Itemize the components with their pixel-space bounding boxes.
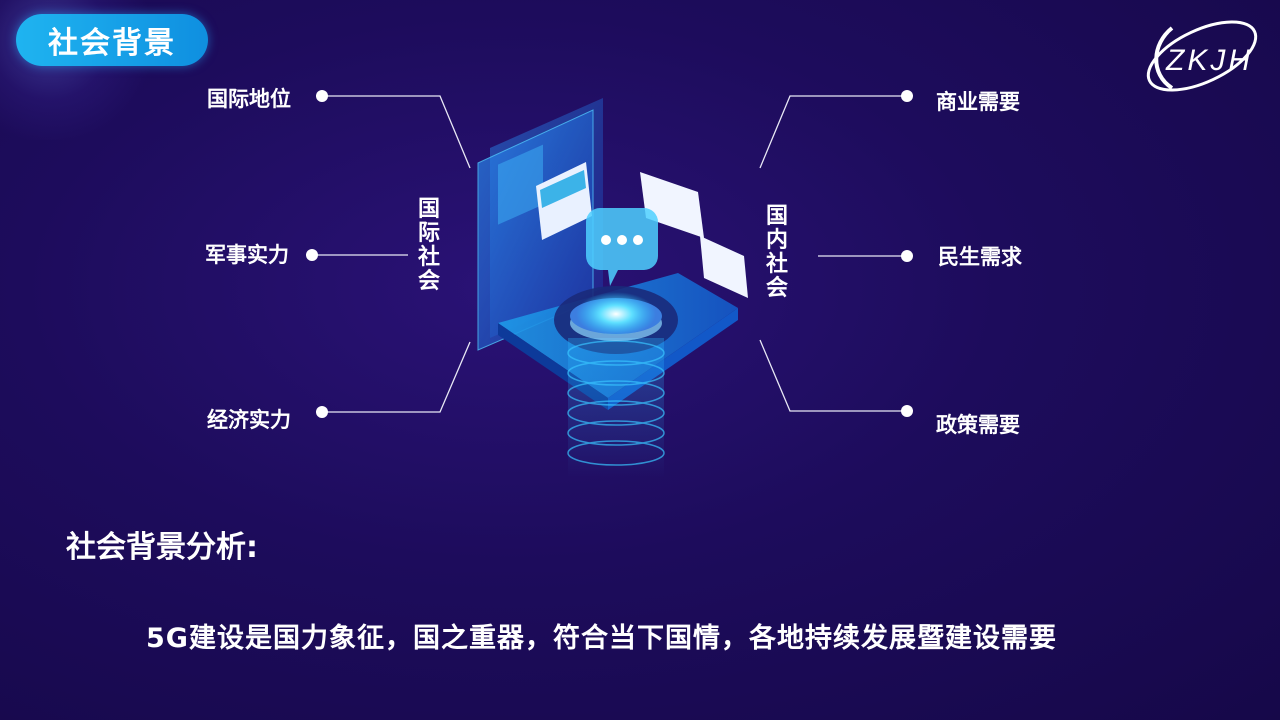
dot-left-mid (306, 249, 318, 261)
vertical-label-international: 国际社会 (417, 197, 440, 294)
label-international-status: 国际地位 (207, 87, 291, 111)
title-badge: 社会背景 (16, 14, 208, 66)
connector-left-bottom (322, 341, 471, 413)
isometric-5g-illustration (477, 98, 748, 478)
label-military-strength: 军事实力 (205, 243, 289, 267)
dot-right-mid (901, 250, 913, 262)
dot-right-bottom (901, 405, 913, 417)
dot-left-bottom (316, 406, 328, 418)
connector-right-bottom (759, 339, 907, 412)
label-economic-strength: 经济实力 (207, 408, 291, 432)
zkjh-logo-icon (1146, 20, 1258, 92)
logo-text: ZKJH (1166, 44, 1253, 77)
analysis-description: 5G建设是国力象征，国之重器，符合当下国情，各地持续发展暨建设需要 (146, 623, 1057, 654)
page-title: 社会背景 (48, 26, 176, 61)
connector-right-top (759, 95, 907, 169)
connector-left-top (322, 95, 471, 169)
label-business-needs: 商业需要 (936, 90, 1020, 114)
label-policy-needs: 政策需要 (936, 413, 1020, 437)
dot-right-top (901, 90, 913, 102)
label-livelihood-demand: 民生需求 (938, 245, 1022, 269)
dot-left-top (316, 90, 328, 102)
analysis-heading: 社会背景分析: (66, 530, 258, 565)
vertical-label-domestic: 国内社会 (765, 204, 788, 301)
